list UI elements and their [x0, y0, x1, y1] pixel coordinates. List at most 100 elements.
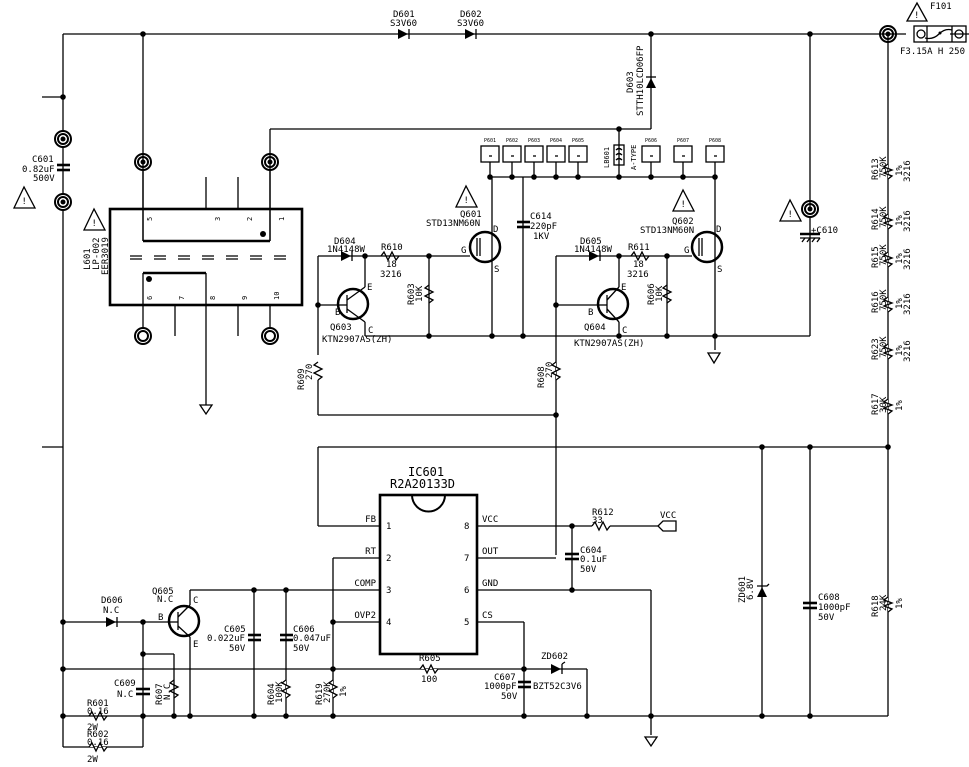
svg-text:OVP2: OVP2	[354, 611, 376, 621]
svg-text:1000pF: 1000pF	[818, 603, 851, 613]
svg-text:D: D	[716, 225, 721, 235]
svg-text:2: 2	[386, 554, 391, 564]
svg-text:6.8V: 6.8V	[746, 578, 756, 600]
svg-text:KTN2907AS(ZH): KTN2907AS(ZH)	[574, 339, 644, 349]
svg-text:3216: 3216	[903, 293, 913, 315]
svg-text:D606: D606	[101, 596, 123, 606]
svg-text:R615: R615	[871, 246, 881, 268]
pad-label: P608	[709, 138, 721, 144]
svg-text:6: 6	[146, 296, 154, 300]
warning-icon: !	[12, 185, 37, 209]
svg-text:1%: 1%	[895, 345, 905, 356]
svg-text:0.16: 0.16	[87, 707, 109, 717]
svg-text:R619: R619	[315, 683, 325, 705]
svg-text:Q604: Q604	[584, 323, 606, 333]
svg-text:GND: GND	[482, 579, 498, 589]
svg-text:C608: C608	[818, 593, 840, 603]
svg-text:1KV: 1KV	[533, 232, 550, 242]
svg-text:N.C: N.C	[103, 606, 119, 616]
svg-text:270: 270	[545, 362, 555, 378]
svg-text:R612: R612	[592, 508, 614, 518]
core-dashes	[130, 255, 296, 260]
svg-text:3216: 3216	[903, 248, 913, 270]
svg-text:3216: 3216	[380, 270, 402, 280]
bead-lb601: LB601 A-TYPE	[603, 126, 638, 180]
svg-text:50V: 50V	[229, 644, 246, 654]
svg-text:3216: 3216	[903, 160, 913, 182]
pad-p603: P603	[524, 138, 544, 180]
svg-text:IC601: IC601	[408, 465, 444, 479]
svg-text:R616: R616	[871, 291, 881, 313]
d602-ref: D602	[460, 10, 482, 20]
svg-text:10K: 10K	[655, 285, 665, 302]
svg-text:RT: RT	[365, 547, 376, 557]
svg-text:C: C	[622, 326, 627, 336]
svg-text:18: 18	[386, 260, 397, 270]
svg-text:9: 9	[241, 296, 249, 300]
gate-drive-right: D605 1N4148W R611 18 3216 R606 10K E B C…	[537, 217, 811, 555]
warning-icons: ! ! ! ! ! !	[12, 1, 929, 231]
d601-part: S3V60	[390, 19, 417, 29]
svg-text:0.16: 0.16	[87, 738, 109, 748]
pad-label: P605	[572, 138, 584, 144]
svg-text:ZD602: ZD602	[541, 652, 568, 662]
svg-text:LB601: LB601	[603, 147, 611, 168]
svg-text:30K: 30K	[879, 396, 889, 413]
pad-p601: P601	[480, 138, 500, 180]
svg-text:R605: R605	[419, 654, 441, 664]
svg-text:7: 7	[464, 554, 469, 564]
transformer-l601: 5 3 2 1 6 7 8 9 10 L601 LP-002 EER3019	[83, 170, 304, 416]
svg-text:8: 8	[209, 296, 217, 300]
svg-text:C605: C605	[224, 625, 246, 635]
svg-text:R611: R611	[628, 243, 650, 253]
svg-text:C604: C604	[580, 546, 602, 556]
svg-text:1%: 1%	[895, 598, 905, 609]
svg-text:1%: 1%	[895, 165, 905, 176]
pad-label: P601	[484, 138, 496, 144]
svg-text:R607: R607	[155, 683, 165, 705]
svg-text:1N4148W: 1N4148W	[574, 245, 613, 255]
svg-text:R609: R609	[297, 368, 307, 390]
svg-text:C606: C606	[293, 625, 315, 635]
svg-text:5: 5	[464, 618, 469, 628]
svg-text:100K: 100K	[275, 681, 285, 703]
svg-text:1%: 1%	[339, 686, 349, 697]
warning-icon: !	[778, 198, 803, 222]
warning-icon: !	[82, 207, 107, 231]
fuse-rating: F3.15A H 250	[900, 47, 965, 57]
svg-text:ZD601: ZD601	[738, 576, 748, 603]
fuse-f101: F101 F3.15A H 250	[879, 2, 967, 57]
svg-text:2: 2	[246, 217, 254, 221]
svg-text:1: 1	[386, 522, 391, 532]
pad-p604: P604	[546, 138, 566, 180]
svg-text:+C610: +C610	[811, 226, 838, 236]
svg-text:VCC: VCC	[482, 515, 498, 525]
pad-label: P603	[528, 138, 540, 144]
svg-text:KTN2907AS(ZH): KTN2907AS(ZH)	[322, 335, 392, 345]
diode-d601: D601 S3V60	[390, 10, 417, 39]
svg-text:7: 7	[178, 296, 186, 300]
svg-text:D604: D604	[334, 237, 356, 247]
svg-text:750K: 750K	[879, 156, 889, 178]
svg-text:100: 100	[421, 675, 437, 685]
svg-text:R606: R606	[647, 283, 657, 305]
svg-text:E: E	[193, 640, 198, 650]
svg-text:R603: R603	[407, 283, 417, 305]
svg-text:R601: R601	[87, 699, 109, 709]
svg-text:C601: C601	[32, 155, 54, 165]
svg-text:10: 10	[273, 292, 281, 300]
svg-text:Q605: Q605	[152, 587, 174, 597]
mosfet-q601: D G S Q601 STD13NM60N	[426, 177, 502, 336]
pad-p602: P602	[502, 138, 522, 180]
svg-text:BZT52C3V6: BZT52C3V6	[533, 682, 582, 692]
svg-text:50V: 50V	[293, 644, 310, 654]
ic-right-wiring: VCC R612 33 C604 0.1uF 50V C607 1000pF 5…	[477, 508, 677, 748]
